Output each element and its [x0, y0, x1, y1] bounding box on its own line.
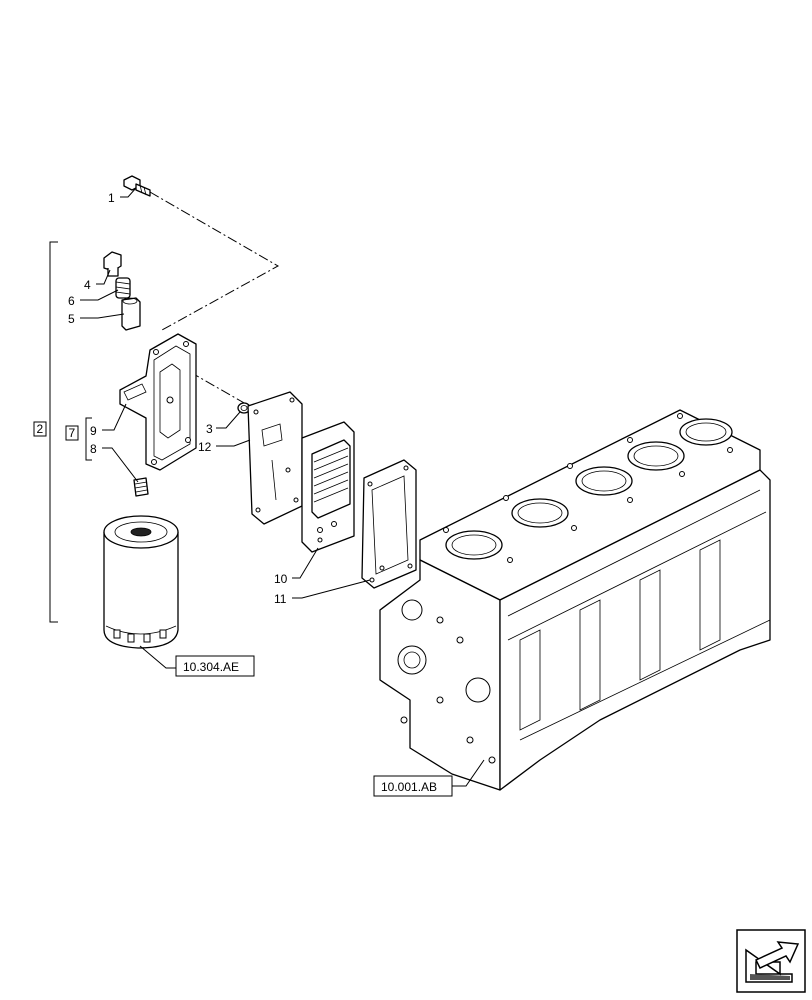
- group-bracket-7: [85, 417, 92, 461]
- leader-6: [80, 289, 119, 301]
- gasket-part-12: [247, 391, 303, 525]
- callout-7: 7: [69, 426, 76, 440]
- leader-12: [216, 439, 251, 447]
- callout-3: 3: [206, 422, 213, 436]
- cylinder-bores: [445, 418, 733, 560]
- callout-2-box: [33, 421, 47, 437]
- seal-part-3: [237, 402, 251, 414]
- ref-engine-block-text: 10.001.AB: [381, 780, 437, 794]
- leader-9: [102, 403, 127, 431]
- callout-5: 5: [68, 312, 75, 326]
- callout-7-box: [65, 425, 79, 441]
- nipple-part-8: [133, 477, 149, 497]
- valve-sleeve-part-5: [121, 297, 141, 331]
- leader-11: [292, 579, 371, 599]
- filter-housing-part-9: [119, 333, 197, 471]
- leader-4: [96, 269, 111, 285]
- oil-cooler-part-10: [301, 421, 355, 553]
- bolt-part-1: [123, 175, 151, 197]
- engine-block: [379, 409, 771, 791]
- leader-10-304-AE: [139, 645, 176, 669]
- callout-2: 2: [37, 422, 44, 436]
- callout-9: 9: [90, 424, 97, 438]
- group-bracket-2: [49, 241, 58, 623]
- callout-6: 6: [68, 294, 75, 308]
- assembly-centerline: [149, 191, 280, 331]
- callout-11: 11: [274, 592, 287, 606]
- leader-10-001-AB: [452, 759, 485, 787]
- ref-box-engine-block[interactable]: 10.001.AB: [373, 775, 453, 797]
- callout-10: 10: [274, 572, 288, 586]
- leader-8: [102, 447, 139, 483]
- ref-box-oil-filter[interactable]: 10.304.AE: [175, 655, 255, 677]
- callout-12: 12: [198, 440, 212, 454]
- spring-part-6: [115, 277, 131, 299]
- leader-10: [292, 547, 319, 579]
- callout-4: 4: [84, 278, 91, 292]
- callout-8: 8: [90, 442, 97, 456]
- plug-part-4: [103, 251, 122, 277]
- assembly-centerline-cooler: [189, 371, 247, 405]
- leader-5: [80, 313, 125, 319]
- callout-1: 1: [108, 191, 115, 205]
- leader-3: [216, 411, 241, 429]
- arrow-icon[interactable]: [736, 929, 806, 993]
- oil-filter-cartridge: [103, 515, 179, 649]
- leader-1: [120, 187, 137, 198]
- ref-oil-filter-text: 10.304.AE: [183, 660, 239, 674]
- cooler-gasket-part-11: [361, 459, 417, 589]
